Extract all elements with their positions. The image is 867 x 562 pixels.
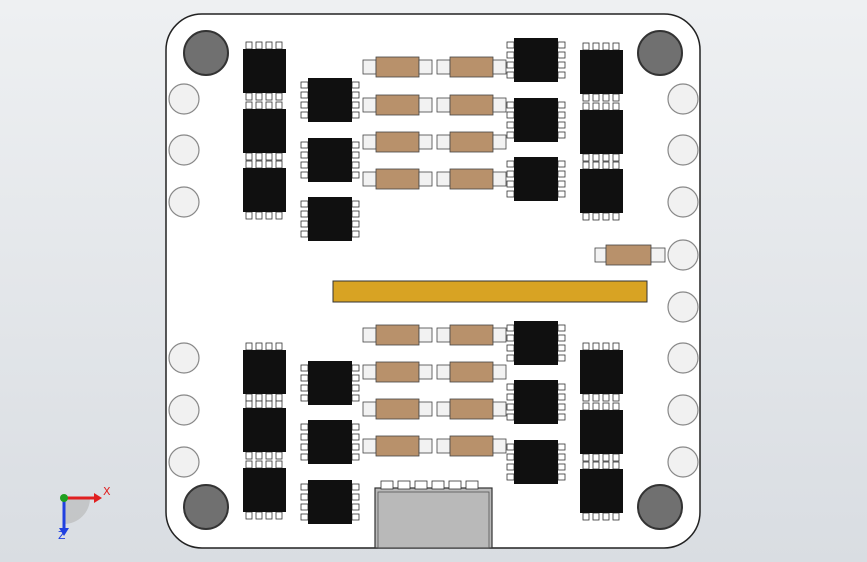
ic-chip[interactable] [580, 402, 623, 462]
ic-chip[interactable] [300, 420, 360, 464]
bottom-connector[interactable] [374, 480, 493, 549]
ic-chip[interactable] [243, 41, 286, 101]
resistor[interactable] [362, 398, 433, 420]
ic-chip[interactable] [506, 380, 566, 424]
via-hole[interactable] [667, 394, 699, 426]
via-hole[interactable] [168, 342, 200, 374]
via-hole[interactable] [667, 186, 699, 218]
mount-hole[interactable] [637, 30, 683, 76]
ic-chip[interactable] [300, 197, 360, 241]
resistor[interactable] [436, 398, 507, 420]
via-hole[interactable] [667, 83, 699, 115]
resistor-group [362, 56, 666, 457]
resistor[interactable] [362, 361, 433, 383]
via-hole[interactable] [667, 342, 699, 374]
via-holes-right [667, 83, 699, 478]
ic-chip[interactable] [580, 102, 623, 162]
ic-chip[interactable] [506, 440, 566, 484]
via-hole[interactable] [667, 446, 699, 478]
ic-vertical-group [243, 41, 623, 521]
ic-chip[interactable] [580, 161, 623, 221]
resistor[interactable] [436, 168, 507, 190]
ic-chip[interactable] [243, 400, 286, 460]
resistor[interactable] [362, 324, 433, 346]
via-hole[interactable] [168, 134, 200, 166]
via-hole[interactable] [667, 134, 699, 166]
mount-hole[interactable] [637, 484, 683, 530]
z-axis-label: Z [58, 529, 66, 542]
via-hole[interactable] [168, 83, 200, 115]
coordinate-triad-icon[interactable]: X Z [50, 484, 120, 544]
mount-holes [183, 30, 683, 530]
ic-chip[interactable] [580, 42, 623, 102]
resistor[interactable] [362, 168, 433, 190]
ic-chip[interactable] [506, 98, 566, 142]
ic-chip[interactable] [506, 38, 566, 82]
via-hole[interactable] [667, 291, 699, 323]
ic-chip[interactable] [300, 361, 360, 405]
ic-chip[interactable] [243, 342, 286, 402]
ic-chip[interactable] [580, 461, 623, 521]
resistor[interactable] [436, 94, 507, 116]
ic-chip[interactable] [300, 480, 360, 524]
resistor[interactable] [362, 56, 433, 78]
ic-chip[interactable] [243, 160, 286, 220]
via-holes-left [168, 83, 200, 478]
resistor[interactable] [362, 94, 433, 116]
via-hole[interactable] [168, 394, 200, 426]
via-hole[interactable] [168, 446, 200, 478]
ic-chip[interactable] [580, 342, 623, 402]
header-strip[interactable] [332, 280, 648, 303]
via-hole[interactable] [168, 186, 200, 218]
ic-chip[interactable] [300, 78, 360, 122]
resistor[interactable] [594, 244, 666, 266]
ic-chip[interactable] [506, 157, 566, 201]
ic-chip[interactable] [243, 460, 286, 520]
ic-chip[interactable] [243, 101, 286, 161]
triad-graphic [59, 493, 102, 536]
ic-chip[interactable] [506, 321, 566, 365]
resistor[interactable] [436, 361, 507, 383]
resistor[interactable] [436, 324, 507, 346]
mount-hole[interactable] [183, 484, 229, 530]
resistor[interactable] [436, 56, 507, 78]
resistor[interactable] [436, 435, 507, 457]
ic-horizontal-group [300, 38, 566, 524]
mount-hole[interactable] [183, 30, 229, 76]
via-hole[interactable] [667, 239, 699, 271]
x-axis-label: X [103, 485, 111, 498]
resistor[interactable] [362, 435, 433, 457]
resistor[interactable] [436, 131, 507, 153]
ic-chip[interactable] [300, 138, 360, 182]
resistor[interactable] [362, 131, 433, 153]
